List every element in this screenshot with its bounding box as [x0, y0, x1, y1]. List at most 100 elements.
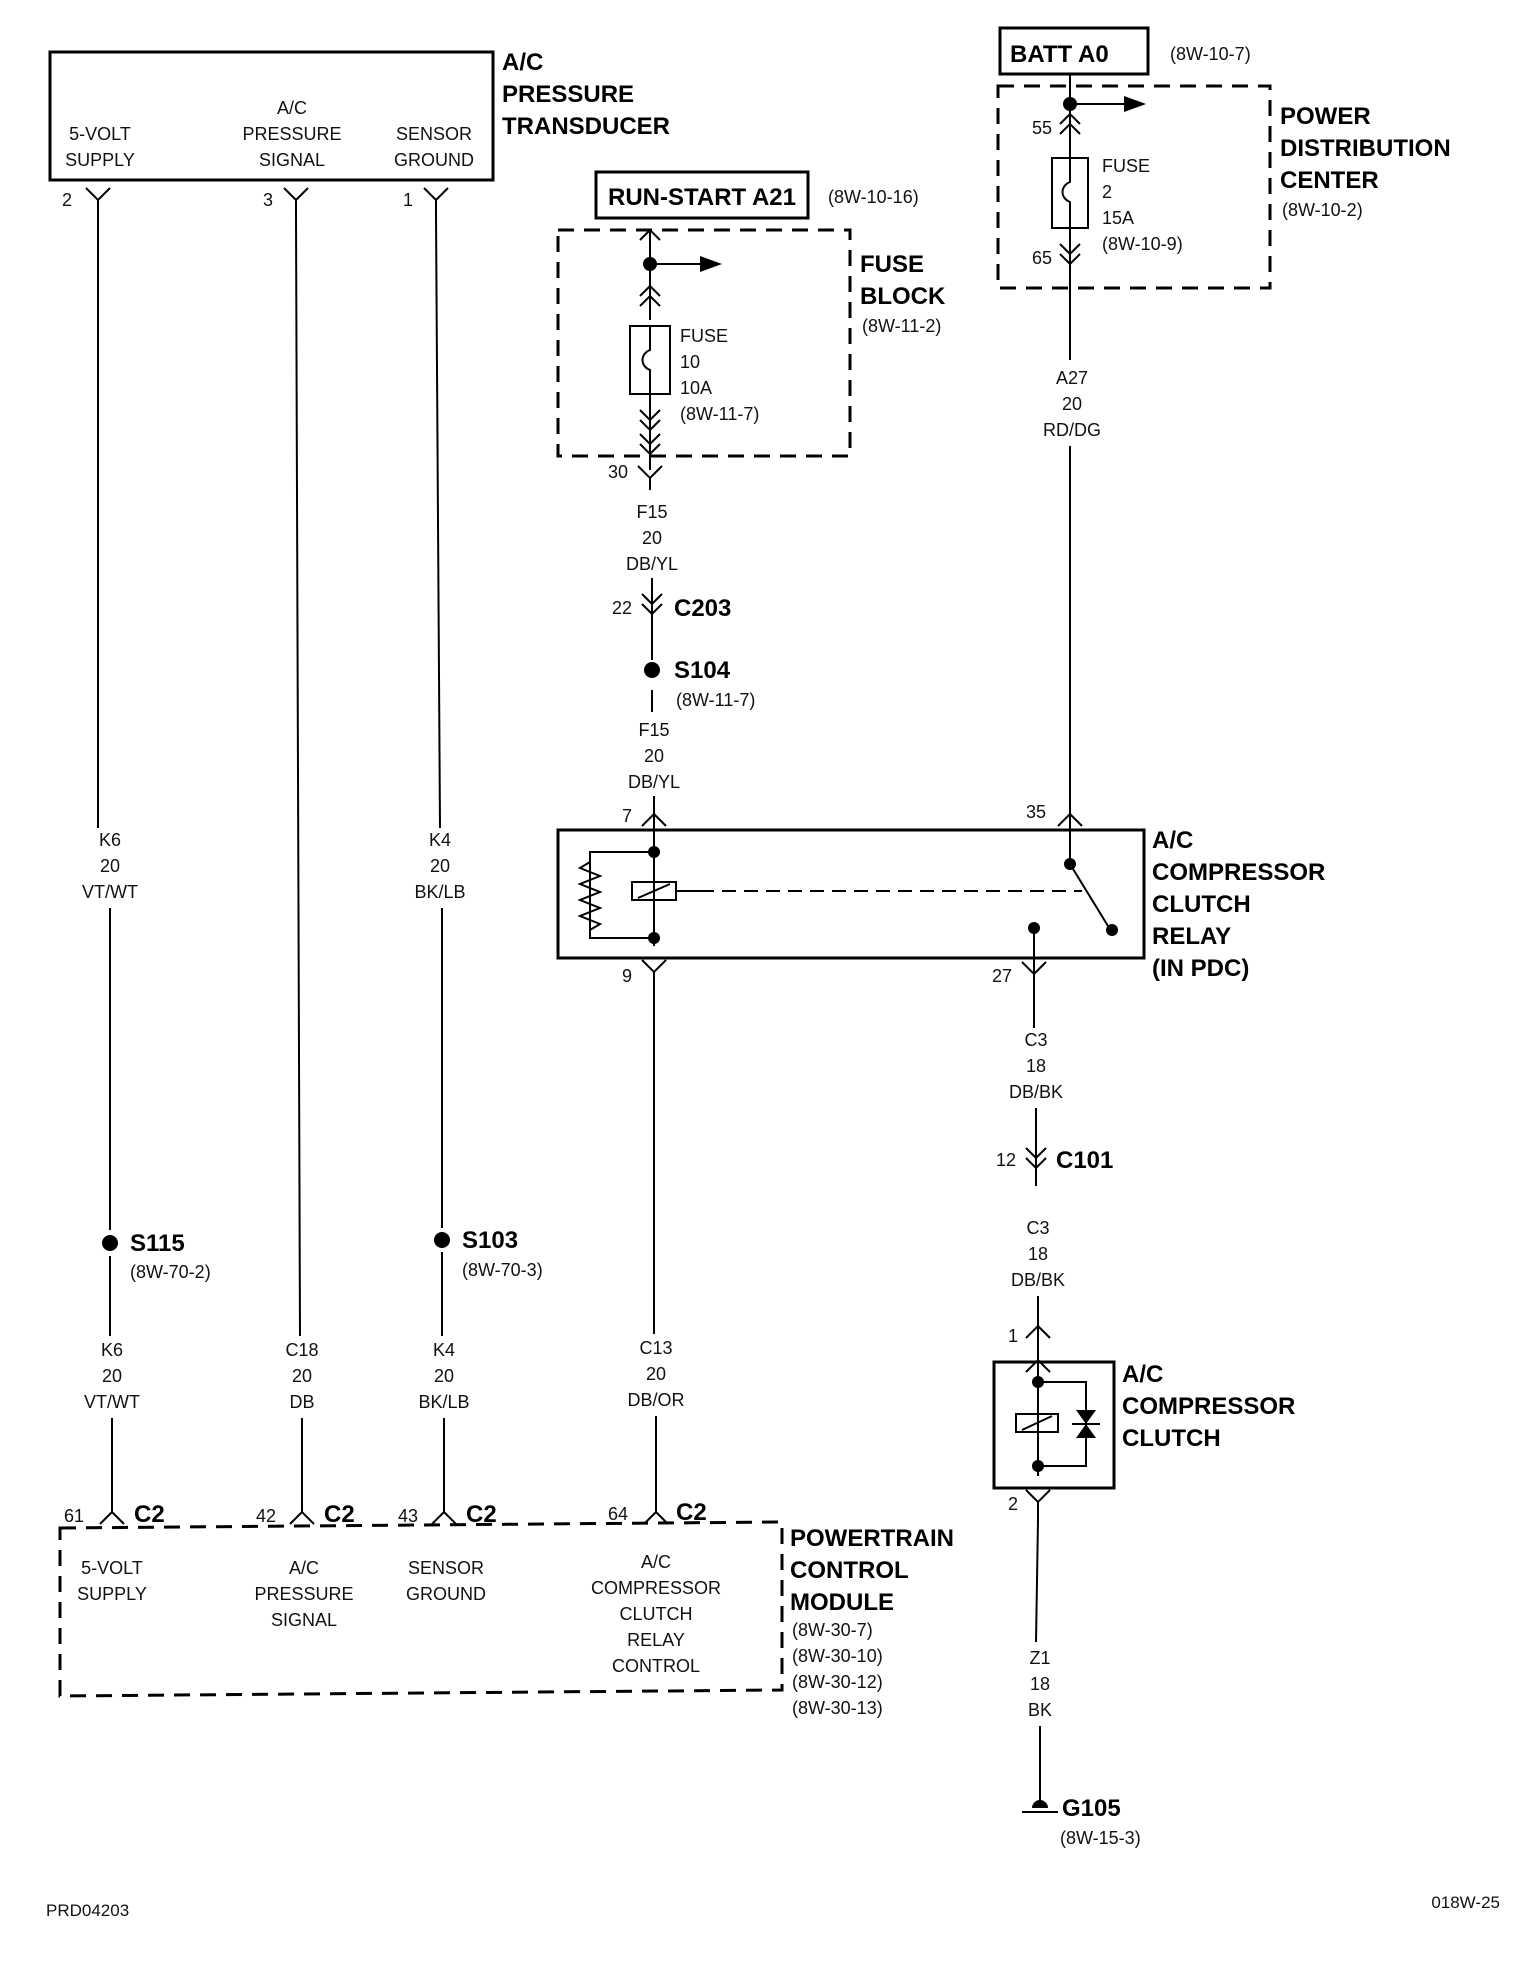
fuse-10-label-2: 10	[680, 352, 700, 372]
fuse-block-connector-upper	[639, 284, 661, 307]
clutch-box	[992, 1360, 1116, 1490]
wire-c18-1: C18	[285, 1340, 318, 1360]
transducer-title-3: TRANSDUCER	[502, 113, 670, 140]
fuse-block-connector-lower	[639, 409, 661, 456]
splice-s103-dot	[434, 1232, 450, 1248]
pcm-pin-43: 43	[398, 1506, 418, 1526]
clutch-diode-up	[1076, 1410, 1096, 1424]
splice-s115-name: S115	[130, 1230, 185, 1257]
run-start-box	[594, 170, 810, 220]
wire-k4-bottom-3: BK/LB	[418, 1392, 469, 1412]
splice-s104-ref: (8W-11-7)	[676, 690, 755, 710]
wire-c13-3: DB/OR	[627, 1390, 684, 1410]
wire-z1-2: 18	[1030, 1674, 1050, 1694]
relay-switch-contact	[1106, 924, 1118, 936]
relay-resistor-symbol	[577, 861, 603, 931]
clutch-terminal-1	[1025, 1324, 1051, 1339]
clutch-coil-symbol	[1015, 1413, 1059, 1433]
pcm-title-2: CONTROL	[790, 1557, 909, 1584]
wire-k6-bottom-1: K6	[101, 1340, 123, 1360]
relay-title-5: (IN PDC)	[1152, 955, 1249, 982]
transducer-title-1: A/C	[502, 49, 543, 76]
ac-compressor-clutch-relay: A/C COMPRESSOR CLUTCH RELAY (IN PDC)	[556, 827, 1325, 982]
pcm-pin-64: 64	[608, 1504, 628, 1524]
clutch-diode-down	[1076, 1424, 1096, 1438]
connector-c203-symbol	[641, 593, 663, 616]
wire-a27-3: RD/DG	[1043, 420, 1101, 440]
wire-f15-bottom-1: F15	[638, 720, 669, 740]
run-start-label: RUN-START A21	[608, 184, 796, 211]
wire-c3-top-1: C3	[1024, 1030, 1047, 1050]
pdc-connector-55	[1059, 112, 1081, 135]
connector-c203-pin: 22	[612, 598, 632, 618]
pcm-title-1: POWERTRAIN	[790, 1525, 954, 1552]
transducer-signal-label-3: SIGNAL	[259, 150, 325, 170]
pcm-conn-64: C2	[676, 1499, 707, 1526]
splice-s115-dot	[102, 1235, 118, 1251]
transducer-5v-label-1: 5-VOLT	[69, 124, 131, 144]
transducer-signal-label-2: PRESSURE	[242, 124, 341, 144]
wire-c13-1: C13	[639, 1338, 672, 1358]
fuse-10-label-3: 10A	[680, 378, 712, 398]
relay-terminal-35	[1057, 812, 1083, 827]
clutch-coil-diagonal	[1021, 1415, 1053, 1431]
splice-s115-ref: (8W-70-2)	[130, 1262, 211, 1282]
footer-left-code: PRD04203	[46, 1901, 129, 1920]
pdc-title-3: CENTER	[1280, 167, 1379, 194]
batt-label: BATT A0	[1010, 41, 1109, 68]
fuse-2-label-4: (8W-10-9)	[1102, 234, 1183, 254]
transducer-5v-label-2: SUPPLY	[65, 150, 135, 170]
pcm-ground-label-2: GROUND	[406, 1584, 486, 1604]
pcm-relay-label-5: CONTROL	[612, 1656, 700, 1676]
wire-c3-bottom-3: DB/BK	[1011, 1270, 1065, 1290]
wire-a27-2: 20	[1062, 394, 1082, 414]
wire-z1-upper	[1035, 1519, 1039, 1643]
powertrain-control-module: POWERTRAIN CONTROL MODULE (8W-30-7) (8W-…	[58, 1499, 954, 1718]
relay-title-3: CLUTCH	[1152, 891, 1251, 918]
fuse-block-title-2: BLOCK	[860, 283, 946, 310]
wire-k4-top-1: K4	[429, 830, 451, 850]
fuse-block: FUSE BLOCK (8W-11-2) FUSE 10 10A (8W-11-…	[556, 228, 946, 470]
pcm-terminal-42	[289, 1510, 315, 1525]
relay-title-1: A/C	[1152, 827, 1193, 854]
connector-c101-name: C101	[1056, 1147, 1113, 1174]
batt-box	[998, 26, 1150, 76]
clutch-title-1: A/C	[1122, 1361, 1163, 1388]
wire-k6-top-1: K6	[99, 830, 121, 850]
wire-c18	[295, 213, 301, 1337]
relay-pin-9: 9	[622, 966, 632, 986]
wire-f15-bottom-2: 20	[644, 746, 664, 766]
pdc-title-1: POWER	[1280, 103, 1371, 130]
power-distribution-center: POWER DISTRIBUTION CENTER (8W-10-2) 55 F…	[996, 74, 1451, 290]
fuse-2-element	[1061, 158, 1071, 228]
wire-k6-bottom-2: 20	[102, 1366, 122, 1386]
wire-c3-top-2: 18	[1026, 1056, 1046, 1076]
pcm-conn-61: C2	[134, 1501, 165, 1528]
wire-k6-bottom-3: VT/WT	[84, 1392, 140, 1412]
pcm-outline	[58, 1520, 784, 1698]
wire-z1-3: BK	[1028, 1700, 1052, 1720]
pcm-ref-1: (8W-30-7)	[792, 1620, 873, 1640]
pcm-signal-label-1: A/C	[289, 1558, 319, 1578]
transducer-signal-label-1: A/C	[277, 98, 307, 118]
splice-s103-ref: (8W-70-3)	[462, 1260, 543, 1280]
pdc-pin-65: 65	[1032, 248, 1052, 268]
relay-terminal-7	[641, 812, 667, 827]
transducer-title-2: PRESSURE	[502, 81, 634, 108]
pcm-ref-4: (8W-30-13)	[792, 1698, 883, 1718]
clutch-terminal-2	[1025, 1489, 1051, 1520]
pcm-5v-label-2: SUPPLY	[77, 1584, 147, 1604]
connector-c101-pin: 12	[996, 1150, 1016, 1170]
connector-c203-name: C203	[674, 595, 731, 622]
relay-switch-arm	[1069, 863, 1109, 927]
pcm-ground-label-1: SENSOR	[408, 1558, 484, 1578]
pcm-title-3: MODULE	[790, 1589, 894, 1616]
relay-pin-7: 7	[622, 806, 632, 826]
relay-terminal-9	[641, 959, 667, 990]
pcm-ref-2: (8W-30-10)	[792, 1646, 883, 1666]
wire-c18-2: 20	[292, 1366, 312, 1386]
wire-c18-3: DB	[289, 1392, 314, 1412]
pcm-terminal-64	[643, 1510, 669, 1525]
fuse-2-label-1: FUSE	[1102, 156, 1150, 176]
